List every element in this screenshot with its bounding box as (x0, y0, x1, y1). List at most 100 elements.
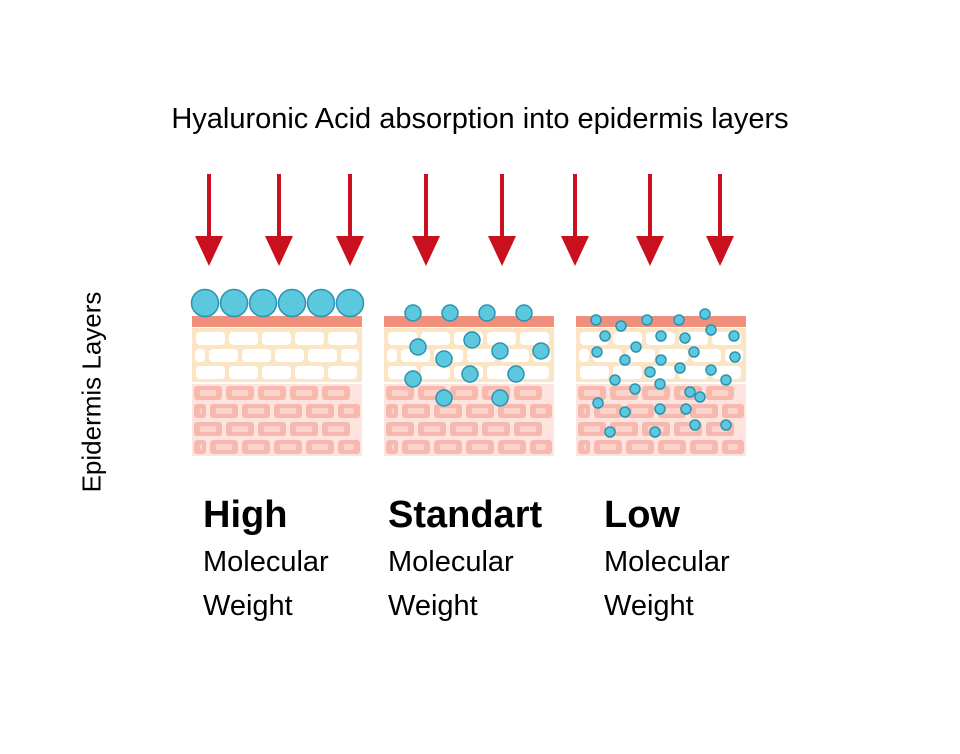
down-arrow-icon (195, 174, 223, 266)
hyaluronic-molecule (592, 397, 604, 409)
caption-standart-line2: Weight (388, 590, 478, 622)
skin-cell (295, 332, 324, 345)
hyaluronic-molecule (532, 342, 550, 360)
caption-high-line1: Molecular (203, 546, 329, 578)
skin-section (192, 316, 362, 456)
brick-highlight (504, 408, 520, 414)
hyaluronic-molecule (729, 351, 741, 363)
hyaluronic-molecule (619, 406, 631, 418)
hyaluronic-molecule (435, 350, 453, 368)
brick-highlight (392, 444, 394, 450)
weight-level-low: Low (604, 494, 680, 536)
skin-cell (579, 349, 589, 362)
skin-cell (262, 366, 291, 379)
brick-highlight (664, 408, 680, 414)
hyaluronic-molecule (655, 354, 667, 366)
arrow-head (706, 236, 734, 266)
hyaluronic-molecule (491, 389, 509, 407)
brick-highlight (584, 444, 586, 450)
brick-highlight (408, 444, 424, 450)
brick-highlight (264, 390, 280, 396)
brick-highlight (456, 390, 472, 396)
down-arrow-icon (561, 174, 589, 266)
hyaluronic-molecule (689, 419, 701, 431)
skin-cell (613, 366, 642, 379)
hyaluronic-molecule (674, 362, 686, 374)
down-arrow-icon (336, 174, 364, 266)
hyaluronic-molecule (720, 419, 732, 431)
hyaluronic-molecule (441, 304, 459, 322)
skin-cell (196, 366, 225, 379)
hyaluronic-molecule (609, 374, 621, 386)
brick-highlight (632, 408, 648, 414)
weight-level-standart: Standart (388, 494, 543, 536)
brick-highlight (264, 426, 280, 432)
brick-highlight (456, 426, 472, 432)
brick-highlight (344, 444, 354, 450)
caption-low-line1: Molecular (604, 546, 730, 578)
brick-highlight (200, 444, 202, 450)
hyaluronic-molecule (728, 330, 740, 342)
brick-highlight (200, 426, 216, 432)
brick-highlight (520, 426, 536, 432)
brick-highlight (312, 444, 328, 450)
brick-highlight (408, 408, 424, 414)
caption-low-line2: Weight (604, 590, 694, 622)
hyaluronic-molecule (679, 332, 691, 344)
caption-standart: Standart Molecular Weight (388, 490, 588, 628)
hyaluronic-molecule (461, 365, 479, 383)
hyaluronic-molecule (599, 330, 611, 342)
skin-cell (308, 349, 337, 362)
brick-highlight (728, 444, 738, 450)
brick-highlight (440, 408, 456, 414)
brick-highlight (536, 408, 546, 414)
hyaluronic-molecule (705, 364, 717, 376)
hyaluronic-molecule (684, 386, 696, 398)
brick-highlight (312, 408, 328, 414)
hyaluronic-molecule (435, 389, 453, 407)
skin-cell (520, 366, 549, 379)
arrow-head (488, 236, 516, 266)
arrow-head (636, 236, 664, 266)
brick-highlight (440, 444, 456, 450)
arrow-head (561, 236, 589, 266)
skin-cell (580, 366, 609, 379)
down-arrow-icon (636, 174, 664, 266)
skin-cell (712, 366, 741, 379)
hyaluronic-molecule (590, 314, 602, 326)
hyaluronic-molecule (654, 378, 666, 390)
caption-standart-line1: Molecular (388, 546, 514, 578)
hyaluronic-molecule (463, 331, 481, 349)
surface-layer (384, 316, 554, 327)
skin-cell (275, 349, 304, 362)
hyaluronic-molecule (680, 403, 692, 415)
skin-cell (679, 366, 708, 379)
brick-highlight (584, 426, 600, 432)
skin-cell (196, 332, 225, 345)
skin-cell (388, 332, 417, 345)
hyaluronic-molecule (190, 288, 220, 318)
skin-cell (242, 349, 271, 362)
brick-highlight (664, 444, 680, 450)
hyaluronic-molecule (615, 320, 627, 332)
brick-highlight (200, 390, 216, 396)
skin-cell (328, 366, 357, 379)
hyaluronic-molecule (277, 288, 307, 318)
hyaluronic-molecule (306, 288, 336, 318)
brick-highlight (248, 444, 264, 450)
brick-highlight (712, 390, 728, 396)
weight-level-high: High (203, 494, 288, 536)
brick-highlight (392, 390, 408, 396)
brick-highlight (200, 408, 202, 414)
brick-highlight (248, 408, 264, 414)
brick-highlight (536, 444, 546, 450)
absorption-arrows (195, 174, 734, 266)
hyaluronic-molecule (629, 383, 641, 395)
hyaluronic-molecule (644, 366, 656, 378)
arrow-head (336, 236, 364, 266)
down-arrow-icon (412, 174, 440, 266)
arrow-head (412, 236, 440, 266)
hyaluronic-molecule (655, 330, 667, 342)
hyaluronic-molecule (705, 324, 717, 336)
skin-cell (229, 332, 258, 345)
